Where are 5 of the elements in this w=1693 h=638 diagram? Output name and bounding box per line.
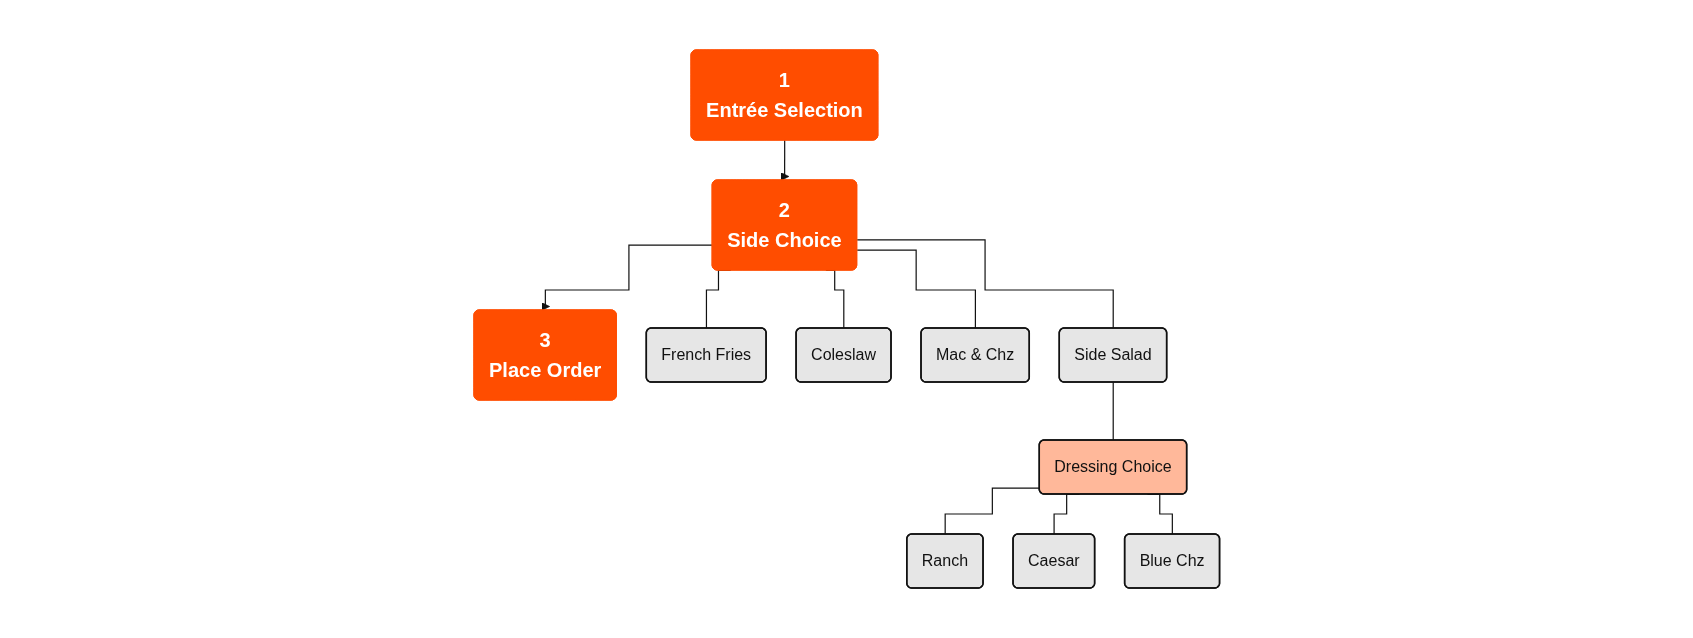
arrow	[780, 139, 789, 181]
connector	[856, 249, 976, 330]
connector	[1112, 381, 1114, 442]
connector	[856, 239, 1114, 330]
arrow	[540, 244, 713, 311]
